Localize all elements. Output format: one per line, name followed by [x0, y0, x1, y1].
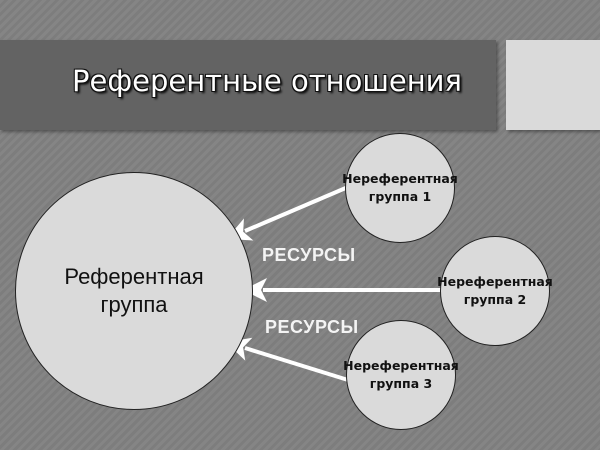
non-referent-group-2: Нереферентная группа 2 — [437, 236, 553, 346]
group3-label-2: группа 3 — [369, 376, 433, 391]
title-bar — [0, 40, 496, 130]
resources-label-1: РЕСУРСЫ — [262, 245, 356, 265]
arrow-group1-to-main — [226, 185, 349, 241]
group2-label-1: Нереферентная — [437, 274, 553, 289]
group3-label-1: Нереферентная — [343, 358, 459, 373]
referent-group-label-1: Референтная — [64, 264, 204, 289]
group1-label-1: Нереферентная — [342, 171, 458, 186]
arrow-group3-to-main — [225, 337, 349, 382]
non-referent-group-1: Нереферентная группа 1 — [342, 133, 458, 243]
referent-group-label-2: группа — [100, 292, 168, 317]
resources-label-2: РЕСУРСЫ — [265, 317, 359, 337]
group1-label-2: группа 1 — [368, 189, 432, 204]
slide-title: Референтные отношения — [72, 64, 462, 98]
group2-label-2: группа 2 — [463, 292, 527, 307]
referent-group-circle: Референтная группа — [15, 172, 253, 410]
non-referent-group-3: Нереферентная группа 3 — [343, 320, 459, 430]
corner-decoration — [506, 40, 600, 130]
